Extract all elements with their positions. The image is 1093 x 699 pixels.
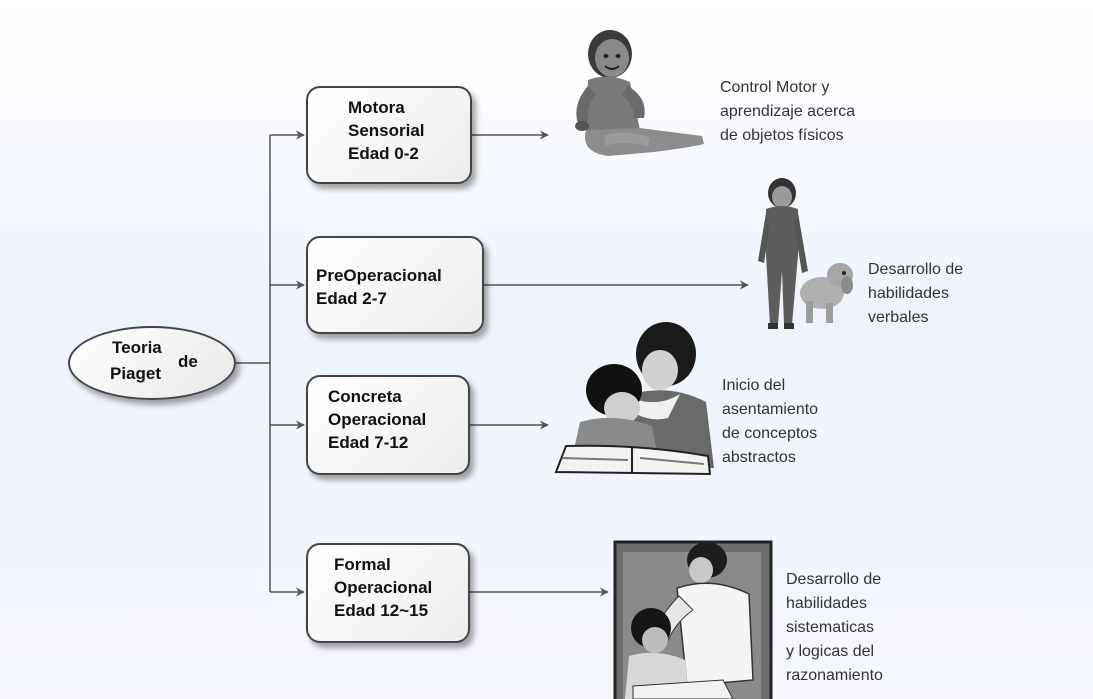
stage-3-desc-line-4: abstractos [722, 449, 796, 466]
stage-3-line-3: Edad 7-12 [328, 433, 409, 452]
stage-1-line-1: Motora [348, 98, 405, 117]
stage-1-line-3: Edad 0-2 [348, 144, 419, 163]
stage-box-concrete-operational: Concreta Operacional Edad 7-12 [306, 375, 470, 475]
stage-4-line-2: Operacional [334, 578, 433, 597]
stage-4-line-1: Formal [334, 555, 391, 574]
root-text-de: de [178, 352, 198, 371]
stage-1-description: Control Motor y aprendizaje acerca de ob… [720, 76, 855, 148]
stage-box-preoperational: PreOperacional Edad 2-7 [306, 236, 484, 334]
stage-4-line-3: Edad 12~15 [334, 601, 429, 620]
stage-3-desc-line-1: Inicio del [722, 377, 786, 394]
stage-1-desc-line-2: aprendizaje acerca [720, 103, 856, 120]
root-node-teoria-piaget: Teoria de Piaget [68, 326, 236, 400]
baby-illustration [575, 30, 704, 156]
stage-2-desc-line-3: verbales [868, 309, 929, 326]
stage-3-line-2: Operacional [328, 410, 427, 429]
stage-2-description: Desarrollo de habilidades verbales [868, 258, 963, 330]
parent-reading-illustration [554, 322, 714, 476]
girl-with-dog-illustration [758, 178, 853, 329]
stage-4-desc-line-3: sistematicas [786, 619, 875, 636]
stage-1-desc-line-1: Control Motor y [720, 79, 830, 96]
stage-1-desc-line-3: de objetos físicos [720, 127, 844, 144]
stage-2-desc-line-1: Desarrollo de [868, 261, 964, 278]
stage-box-formal-operational: Formal Operacional Edad 12~15 [306, 543, 470, 643]
stage-3-desc-line-3: de conceptos [722, 425, 818, 442]
stage-box-sensorimotor: Motora Sensorial Edad 0-2 [306, 86, 472, 184]
stage-3-desc-line-2: asentamiento [722, 401, 819, 418]
stage-4-desc-line-1: Desarrollo de [786, 571, 882, 588]
stage-3-line-1: Concreta [328, 387, 402, 406]
stage-4-desc-line-2: habilidades [786, 595, 867, 612]
stage-3-description: Inicio del asentamiento de conceptos abs… [722, 374, 818, 470]
stage-2-desc-line-2: habilidades [868, 285, 949, 302]
teacher-student-illustration [613, 540, 773, 699]
stage-4-desc-line-4: y logicas del [786, 643, 875, 660]
stage-2-line-2: Edad 2-7 [316, 289, 387, 308]
stage-1-line-2: Sensorial [348, 121, 425, 140]
stage-4-desc-line-5: razonamiento [786, 667, 883, 684]
root-text-piaget: Piaget [110, 364, 162, 383]
root-text-teoria: Teoria [112, 338, 162, 357]
stage-4-description: Desarrollo de habilidades sistematicas y… [786, 568, 883, 688]
stage-2-line-1: PreOperacional [316, 266, 442, 285]
